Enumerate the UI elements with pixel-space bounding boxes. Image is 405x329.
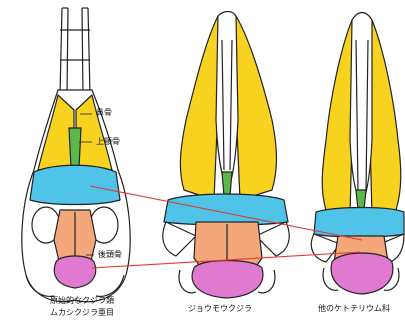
occipital-bone xyxy=(54,256,95,288)
occipital-bone xyxy=(331,253,393,294)
occipital-bone xyxy=(192,261,263,299)
nasal-bone xyxy=(69,128,81,168)
caption-primitive-line1: 原始的なクジラ類 xyxy=(50,296,114,306)
maxilla-bone-left xyxy=(322,20,354,215)
occipital-label: 後頭骨 xyxy=(98,250,122,260)
frontal-bone xyxy=(164,194,288,225)
maxilla-bone-right xyxy=(234,16,277,200)
maxilla-label: 上顎骨 xyxy=(96,137,120,147)
nasal-bone xyxy=(222,172,232,196)
caption-cetotheriidae: 他のケトテリウム科 xyxy=(318,304,390,314)
frontal-bone xyxy=(314,208,404,238)
maxilla-bone-left xyxy=(38,95,74,170)
skull-bowhead xyxy=(163,12,289,299)
caption-primitive-line2: ムカシクジラ亜目 xyxy=(50,308,114,318)
caption-bowhead: ジョウモウクジラ xyxy=(188,304,252,314)
frontal-bone xyxy=(30,165,120,204)
nasal-label: 鼻骨 xyxy=(96,108,112,118)
maxilla-bone-left xyxy=(180,16,220,200)
maxilla-bone-right xyxy=(368,20,401,215)
